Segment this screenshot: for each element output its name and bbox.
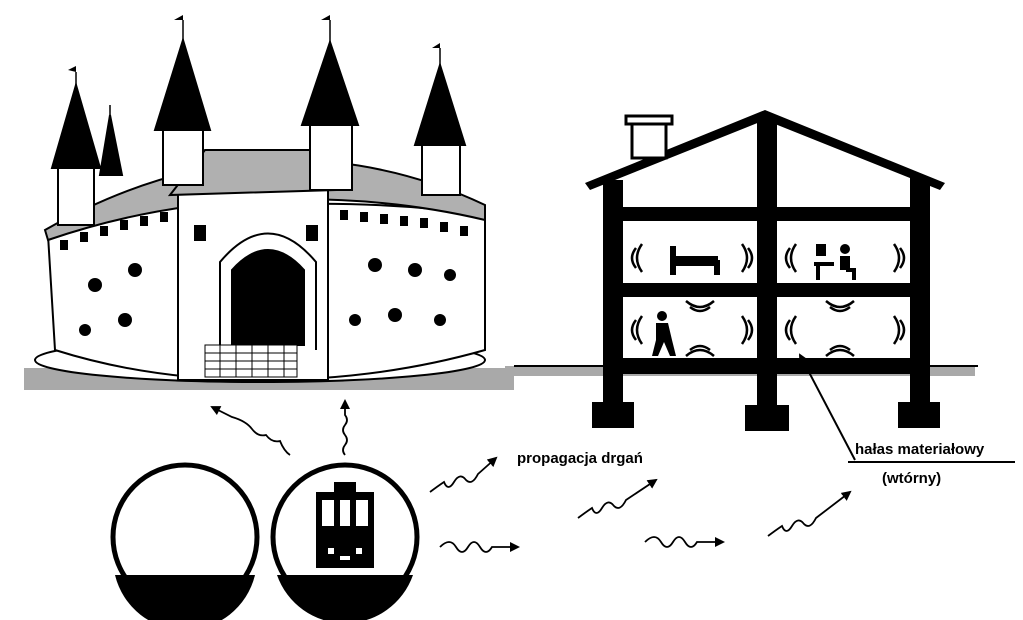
desk-worker-icon	[814, 244, 856, 280]
wave-arrow-icon	[578, 480, 656, 518]
wave-arrow-icon	[768, 492, 850, 536]
bed-icon	[670, 246, 720, 275]
propagation-label: propagacja drgań	[517, 450, 643, 467]
castle-illustration	[35, 15, 485, 382]
wave-arrow-icon	[343, 401, 347, 455]
tunnel-empty	[113, 465, 257, 620]
house-cross-section	[585, 110, 945, 431]
structural-noise-label: hałas materiałowy	[855, 441, 984, 458]
sound-wave-icon	[632, 316, 642, 344]
wave-arrow-icon	[645, 537, 723, 547]
wave-arrow-icon	[430, 458, 496, 492]
sound-wave-icon	[894, 244, 904, 272]
walking-person-icon	[652, 311, 676, 356]
tunnel-with-train	[273, 465, 417, 620]
train-icon	[316, 482, 374, 568]
structural-noise-sublabel: (wtórny)	[882, 470, 941, 487]
sound-wave-icon	[786, 316, 796, 344]
wave-arrow-icon	[440, 542, 518, 552]
sound-wave-icon	[686, 346, 714, 356]
sound-wave-icon	[742, 316, 752, 344]
sound-wave-icon	[632, 244, 642, 272]
sound-wave-icon	[826, 346, 854, 356]
sound-wave-icon	[686, 301, 714, 311]
sound-wave-icon	[894, 316, 904, 344]
wave-arrow-icon	[212, 407, 290, 455]
sound-wave-icon	[742, 244, 752, 272]
sound-wave-icon	[826, 301, 854, 311]
sound-wave-icon	[786, 244, 796, 272]
label-underline	[848, 461, 1015, 463]
